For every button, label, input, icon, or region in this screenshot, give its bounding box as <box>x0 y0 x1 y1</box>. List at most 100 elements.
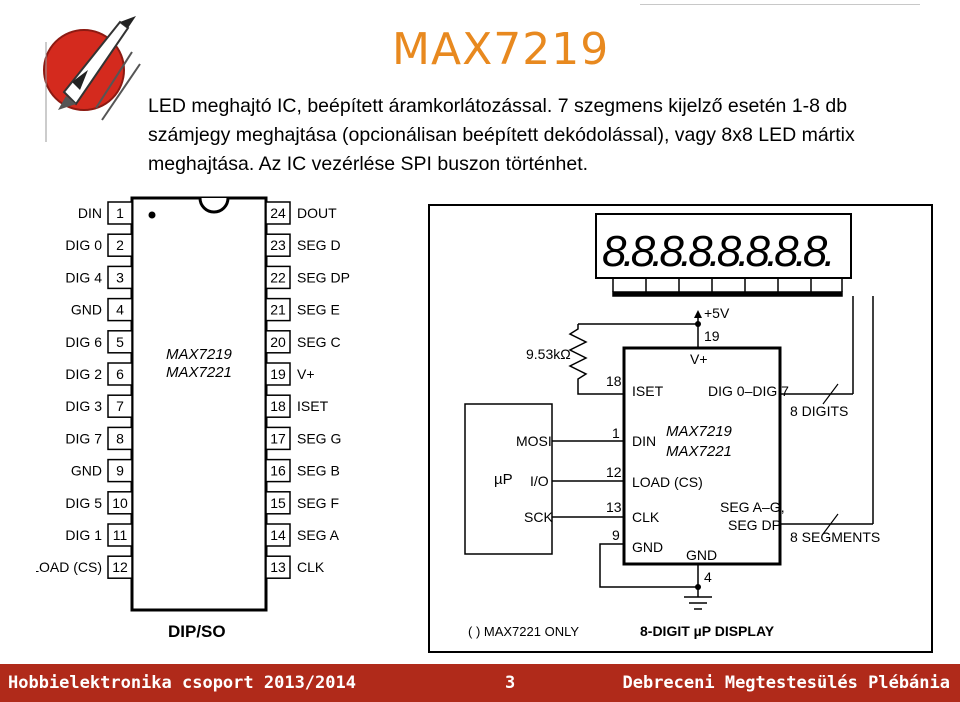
pin-number: 21 <box>270 302 286 318</box>
io-label: I/O <box>530 473 549 489</box>
pin-number: 1 <box>116 205 124 221</box>
segments-bus: 8 SEGMENTS <box>790 529 880 545</box>
pin-name: SEG B <box>297 463 340 479</box>
pin-box <box>265 297 291 322</box>
pin-name: SEG A <box>297 527 340 543</box>
right-pin: 14 SEG A <box>265 523 340 547</box>
digits-bus: 8 DIGITS <box>790 403 848 419</box>
rocket-logo <box>43 16 141 142</box>
pin-number: 22 <box>270 269 286 285</box>
max7221-note: ( ) MAX7221 ONLY <box>468 624 579 639</box>
slide-description: LED meghajtó IC, beépített áramkorlátozá… <box>148 95 855 175</box>
ic-block <box>622 346 782 566</box>
chip-name-1: MAX7219 <box>166 346 233 363</box>
pin-box <box>265 233 291 257</box>
gnd-label-left: GND <box>632 539 663 555</box>
slide-title: MAX7219 <box>392 24 610 75</box>
pin-box <box>107 233 133 257</box>
pin-box <box>107 491 133 515</box>
pin-name: V+ <box>297 366 315 382</box>
vplus-label: V+ <box>690 351 708 367</box>
right-pin: 22 SEG DP <box>265 265 350 290</box>
chip-name-2: MAX7221 <box>166 364 232 381</box>
pin-name: LOAD (CS) <box>36 559 102 575</box>
left-pin: 8 DIG 7 <box>65 426 133 451</box>
iset-label: ISET <box>632 383 664 399</box>
pin-number: 3 <box>116 269 124 285</box>
pin-name: SEG D <box>297 237 341 253</box>
pin-12: 12 <box>606 464 622 480</box>
pin-name: DIG 5 <box>65 495 102 511</box>
application-circuit: 8.8.8.8.8.8.8.8. +5V 19 V+ 9.53kΩ 18 <box>428 204 933 653</box>
left-pin: 2 DIG 0 <box>65 233 133 257</box>
pin-box <box>265 458 291 483</box>
seg-label-1: SEG A–G, <box>720 499 785 515</box>
page-number: 3 <box>505 673 516 693</box>
pin-box <box>107 330 133 354</box>
pin-name: DIG 1 <box>65 527 102 543</box>
clk-label: CLK <box>632 509 660 525</box>
pin-box <box>265 362 291 386</box>
footer-organization: Debreceni Megtestesülés Plébánia <box>622 673 950 693</box>
pin-name: ISET <box>297 398 329 414</box>
vplus-supply: +5V <box>704 305 730 321</box>
pin-number: 2 <box>116 237 124 253</box>
pin-name: DIG 3 <box>65 398 102 414</box>
pin-name: DIG 4 <box>65 269 102 285</box>
pin-name: DIG 0 <box>65 237 102 253</box>
pin-19: 19 <box>704 328 720 344</box>
pin-box <box>107 458 133 483</box>
pin-box <box>107 426 133 451</box>
pin-9: 9 <box>612 527 620 543</box>
pin-1: 1 <box>612 425 620 441</box>
ic-name-1: MAX7219 <box>666 423 733 440</box>
pin-box <box>107 201 133 225</box>
left-pin: 3 DIG 4 <box>65 265 133 290</box>
pin-number: 13 <box>270 559 286 575</box>
pin-number: 18 <box>270 398 286 414</box>
pin-box <box>265 265 291 290</box>
pin-13: 13 <box>606 499 622 515</box>
pin-number: 7 <box>116 398 124 414</box>
gnd-label-bottom: GND <box>686 547 717 563</box>
footer-bar: Hobbielektronika csoport 2013/2014 3 Deb… <box>0 664 960 702</box>
pin-name: GND <box>71 463 102 479</box>
left-pin: 7 DIG 3 <box>65 394 133 418</box>
pin-box <box>265 426 291 451</box>
pin-number: 14 <box>270 527 286 543</box>
pin-name: GND <box>71 302 102 318</box>
pin-number: 20 <box>270 334 286 350</box>
pin-box <box>265 555 291 579</box>
mcu-label: µP <box>494 471 513 488</box>
pin-number: 9 <box>116 463 124 479</box>
pin-4: 4 <box>704 569 712 585</box>
left-pin: 9 GND <box>71 458 133 483</box>
pin-number: 24 <box>270 205 286 221</box>
pin-number: 17 <box>270 430 286 446</box>
pin-box <box>107 523 133 547</box>
pin-box <box>107 362 133 386</box>
pin-box <box>265 330 291 354</box>
pin-box <box>265 201 291 225</box>
pin-number: 8 <box>116 430 124 446</box>
pin-name: DIG 7 <box>65 430 102 446</box>
pin-box <box>107 394 133 418</box>
display-digits: 8.8.8.8.8.8.8.8. <box>602 227 832 276</box>
pin-18: 18 <box>606 373 622 389</box>
pin-name: SEG F <box>297 495 339 511</box>
mosi-label: MOSI <box>516 433 552 449</box>
pin-name: SEG DP <box>297 269 350 285</box>
